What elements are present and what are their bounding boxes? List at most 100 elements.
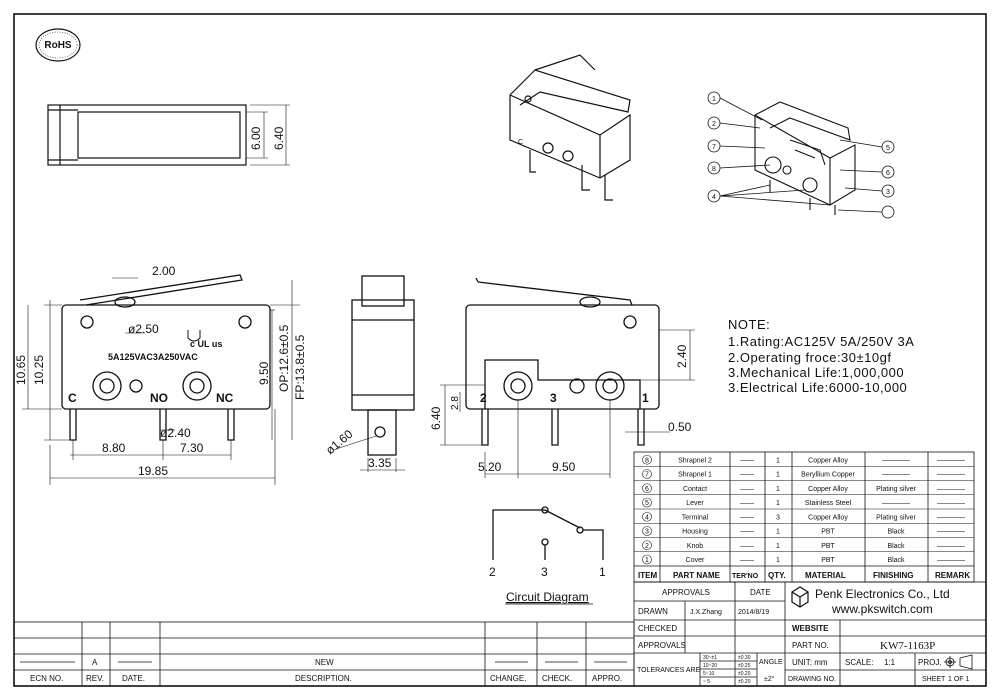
back-dim-9-50: 9.50 bbox=[552, 460, 576, 474]
back-dim-2-8: 2.8 bbox=[450, 396, 461, 410]
svg-text:C: C bbox=[518, 139, 523, 146]
bom-cell-material: Stainless Steel bbox=[805, 500, 852, 507]
front-view-dimensions bbox=[22, 277, 300, 485]
callout-6: 6 bbox=[886, 170, 890, 177]
front-dim-total: 19.85 bbox=[138, 464, 168, 478]
tb-unit: UNIT: mm bbox=[792, 658, 828, 667]
tb-part-no: KW7-1163P bbox=[880, 640, 935, 652]
bom-cell-finishing: Plating silver bbox=[876, 514, 916, 521]
callout-1: 1 bbox=[712, 96, 716, 103]
bom-cell-ter: —— bbox=[740, 529, 754, 536]
bom-header: ITEM PART NAME TER'NO QTY. MATERIAL FINI… bbox=[638, 571, 970, 580]
back-dim-5-20: 5.20 bbox=[478, 460, 502, 474]
bom-item-circle bbox=[642, 526, 652, 536]
bom-header-finishing: FINISHING bbox=[873, 571, 913, 580]
back-dim-6-40: 6.40 bbox=[429, 406, 443, 430]
bom-cell-item: 3 bbox=[645, 529, 649, 536]
bom-cell-name: Lever bbox=[686, 500, 704, 507]
rohs-logo-text: RoHS bbox=[44, 40, 72, 51]
circuit-pin-2: 2 bbox=[489, 565, 496, 579]
bom-item-circle bbox=[642, 469, 652, 479]
label-nc: NC bbox=[216, 391, 234, 405]
bom-cell-ter: —— bbox=[740, 514, 754, 521]
tb-tol2: 10~20 bbox=[703, 663, 717, 669]
tb-tolerances: TOLERANCES ARE bbox=[637, 667, 701, 674]
bom-cell-remark: ———— bbox=[937, 514, 965, 521]
tb-tol2v: ±0.25 bbox=[738, 663, 751, 669]
bom-cell-finishing: ———— bbox=[882, 500, 910, 507]
bom-cell-remark: ———— bbox=[937, 543, 965, 550]
bom-header-ter: TER'NO bbox=[732, 573, 759, 580]
rev-a: A bbox=[92, 658, 98, 667]
tb-sheet-v: 1 OF 1 bbox=[948, 676, 970, 683]
rev-check: CHECK. bbox=[542, 674, 572, 683]
tb-angle: ANGLE bbox=[759, 659, 783, 666]
bom-cell-name: Cover bbox=[686, 557, 705, 564]
bom-cell-qty: 1 bbox=[776, 457, 780, 464]
bom-cell-finishing: Black bbox=[887, 529, 905, 536]
bom-cell-qty: 1 bbox=[776, 472, 780, 479]
bom-cell-ter: —— bbox=[740, 557, 754, 564]
bom-cell-item: 6 bbox=[645, 486, 649, 493]
bom-cell-material: Copper Alloy bbox=[808, 457, 848, 464]
tb-company: Penk Electronics Co., Ltd bbox=[815, 587, 950, 601]
front-dim-overall-h2: 10.25 bbox=[32, 355, 46, 385]
bom-cell-ter: —— bbox=[740, 500, 754, 507]
bom-cell-item: 1 bbox=[645, 557, 649, 564]
callout-2: 2 bbox=[712, 121, 716, 128]
callout-8: 8 bbox=[712, 166, 716, 173]
tb-website: WEBSITE bbox=[792, 624, 829, 633]
bom-header-remark: REMARK bbox=[935, 571, 970, 580]
tb-angle-v: ±2° bbox=[764, 675, 775, 683]
revision-block-grid bbox=[13, 621, 635, 687]
bom-cell-name: Shrapnel 2 bbox=[678, 457, 712, 464]
rohs-logo: RoHS bbox=[35, 28, 81, 62]
tb-sheet: SHEET bbox=[922, 676, 946, 683]
tb-tol4: ~ 5 bbox=[703, 679, 710, 685]
bom-cell-item: 8 bbox=[645, 457, 649, 464]
back-dim-0-50: 0.50 bbox=[668, 420, 692, 434]
tb-tol4v: ±0.20 bbox=[738, 679, 751, 685]
rev-appro: APPRO. bbox=[592, 674, 622, 683]
circuit-label: Circuit Diagram bbox=[506, 590, 589, 604]
back-pin-3: 3 bbox=[550, 391, 557, 405]
side-dim-pin: ø1.60 bbox=[323, 427, 356, 458]
bom-cell-name: Knob bbox=[687, 543, 703, 550]
title-block-grid bbox=[633, 581, 987, 687]
tb-part-no-label: PART NO. bbox=[792, 641, 829, 650]
bom-header-material: MATERIAL bbox=[805, 571, 846, 580]
front-dim-lever: 2.00 bbox=[152, 264, 176, 278]
tb-drawn: DRAWN bbox=[638, 607, 668, 616]
bom-cell-ter: —— bbox=[740, 486, 754, 493]
bom-cell-ter: —— bbox=[740, 472, 754, 479]
rating-mark: 5A125VAC3A250VAC bbox=[108, 352, 198, 362]
callout-bubbles bbox=[707, 91, 895, 219]
rev-description: DESCRIPTION. bbox=[295, 674, 352, 683]
notes-line1: 1.Rating:AC125V 5A/250V 3A bbox=[728, 334, 914, 349]
bom-item-circle bbox=[642, 511, 652, 522]
notes: NOTE: 1.Rating:AC125V 5A/250V 3A 2.Opera… bbox=[728, 317, 914, 395]
rev-ecn-no: ECN NO. bbox=[30, 674, 63, 683]
tb-scale: SCALE: bbox=[845, 658, 873, 667]
bom-cell-qty: 1 bbox=[776, 529, 780, 536]
tb-drawn-date: 2014/8/19 bbox=[738, 609, 769, 616]
side-view bbox=[351, 275, 415, 456]
isometric-view: C bbox=[509, 54, 631, 201]
bom-cell-remark: ———— bbox=[937, 486, 965, 493]
bom-cell-qty: 1 bbox=[776, 500, 780, 507]
rev-change: CHANGE. bbox=[490, 674, 526, 683]
top-view-dim-outer: 6.40 bbox=[272, 126, 286, 150]
side-view-dimensions bbox=[332, 435, 405, 472]
bom-cell-remark: ———— bbox=[937, 557, 965, 564]
bom-cell-finishing: Black bbox=[887, 557, 905, 564]
bom-cell-name: Contact bbox=[683, 486, 707, 493]
tb-tol3: 5~10 bbox=[703, 671, 714, 677]
tb-tol3v: ±0.20 bbox=[738, 671, 751, 677]
front-dim-fp: FP:13.8±0.5 bbox=[293, 334, 307, 400]
tb-tol1v: ±0.30 bbox=[738, 655, 751, 661]
title-block: APPROVALS DATE DRAWN J.X.Zhang 2014/8/19… bbox=[637, 586, 973, 685]
bom-cell-qty: 3 bbox=[776, 514, 780, 521]
tb-approvals: APPROVALS bbox=[662, 588, 710, 597]
bom-item-circle bbox=[642, 540, 652, 551]
